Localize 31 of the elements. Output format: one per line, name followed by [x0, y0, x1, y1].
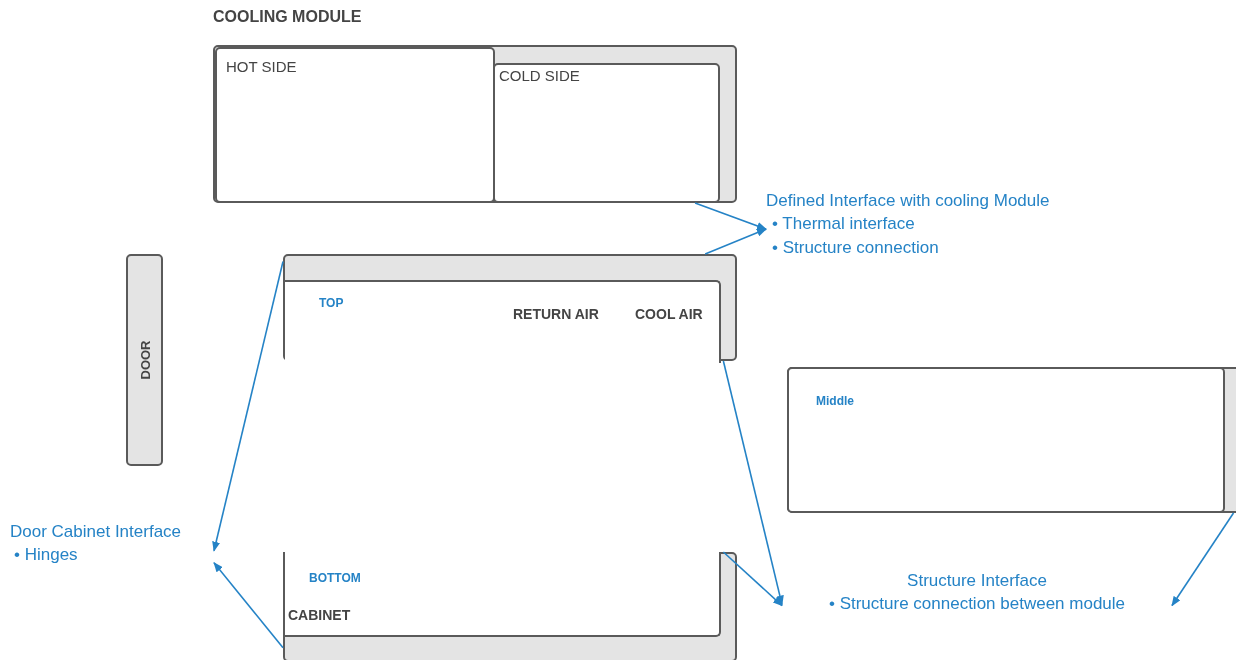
note-heading: Door Cabinet Interface	[10, 522, 182, 542]
door-label: DOOR	[137, 340, 152, 380]
module-label: CABINET	[288, 607, 351, 623]
section-label: BOTTOM	[309, 571, 361, 585]
note-bullet: • Thermal interface	[772, 214, 915, 234]
arrow	[212, 260, 284, 552]
door-panel	[126, 254, 163, 466]
airflow-label: COOL AIR	[635, 306, 703, 322]
arrow	[722, 360, 784, 606]
arrow	[1171, 512, 1235, 607]
module-frame	[283, 254, 737, 361]
arrow	[704, 228, 767, 255]
note-heading: Defined Interface with cooling Module	[766, 191, 1050, 211]
note-bullet: • Structure connection between module	[827, 594, 1127, 614]
note-bullet: • Hinges	[14, 545, 78, 565]
arrow	[694, 202, 767, 230]
module-title: COOLING MODULE	[213, 8, 362, 26]
box-title: HOT SIDE	[226, 58, 297, 75]
arrow	[722, 551, 783, 607]
section-label: TOP	[319, 296, 344, 310]
cold-side-box	[493, 63, 720, 203]
note-heading: Structure Interface	[906, 571, 1048, 591]
module-frame	[283, 552, 737, 660]
box-title: COLD SIDE	[499, 67, 580, 84]
section-label: Middle	[816, 394, 854, 408]
hot-side-box	[215, 47, 495, 203]
module-compartment	[285, 280, 721, 363]
arrow	[213, 562, 284, 649]
module-compartment	[285, 552, 721, 637]
note-bullet: • Structure connection	[772, 238, 939, 258]
airflow-label: RETURN AIR	[513, 306, 599, 322]
